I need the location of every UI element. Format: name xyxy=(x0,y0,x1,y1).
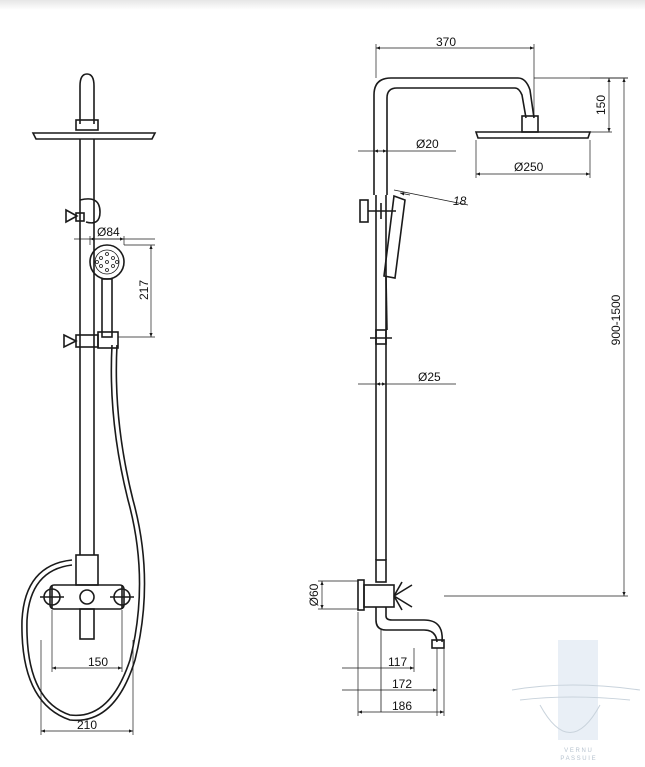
label-head-arm-length: 370 xyxy=(436,35,456,49)
label-overall-width: 210 xyxy=(77,718,97,732)
front-spout xyxy=(79,608,95,640)
top-bracket xyxy=(79,198,101,224)
label-spout-reach-3: 186 xyxy=(392,699,412,713)
label-riser-diameter-top: Ø20 xyxy=(416,137,439,151)
head-swivel xyxy=(521,115,539,133)
wall-plate xyxy=(357,579,365,611)
label-head-diameter: Ø250 xyxy=(514,160,544,174)
watermark-line2: P A S S U I E xyxy=(560,756,595,762)
hand-shower-handle xyxy=(101,278,113,338)
top-knob xyxy=(65,208,79,224)
label-handset-length: 217 xyxy=(137,280,151,300)
side-slide-holder xyxy=(375,329,387,345)
mixer-riser-joint xyxy=(75,554,99,586)
hand-shower-nozzles xyxy=(95,252,119,272)
left-cross-handle xyxy=(40,585,64,609)
shower-arm-outer xyxy=(373,77,535,195)
shower-hose xyxy=(26,344,141,717)
label-spout-reach-1: 117 xyxy=(388,655,407,669)
label-handset-angle: 18 xyxy=(453,194,467,208)
label-height-range: 900-1500 xyxy=(609,294,623,345)
front-view xyxy=(21,73,157,735)
label-mixer-spacing: 150 xyxy=(88,655,108,669)
right-cross-handle xyxy=(110,585,134,609)
label-head-drop: 150 xyxy=(594,95,608,115)
handset-holder-block xyxy=(97,331,119,349)
side-cross-handle xyxy=(393,581,413,611)
label-mixer-height: Ø60 xyxy=(307,583,321,606)
label-riser-diameter-bottom: Ø25 xyxy=(418,370,441,384)
side-hand-shower xyxy=(383,194,406,279)
label-spout-reach-2: 172 xyxy=(392,677,412,691)
gooseneck-arm xyxy=(79,73,95,124)
side-top-knob xyxy=(359,199,369,223)
side-mixer-body xyxy=(363,584,395,608)
watermark-logo: V E R N U P A S S U I E xyxy=(511,640,641,762)
head-connector xyxy=(75,119,99,131)
watermark-line1: V E R N U xyxy=(564,748,592,754)
top-shadow-bar xyxy=(0,0,645,10)
bath-spout xyxy=(375,607,438,643)
side-shower-head xyxy=(474,131,592,139)
overhead-shower-head xyxy=(31,132,157,140)
side-view xyxy=(318,44,628,716)
label-handset-diameter: Ø84 xyxy=(97,225,120,239)
